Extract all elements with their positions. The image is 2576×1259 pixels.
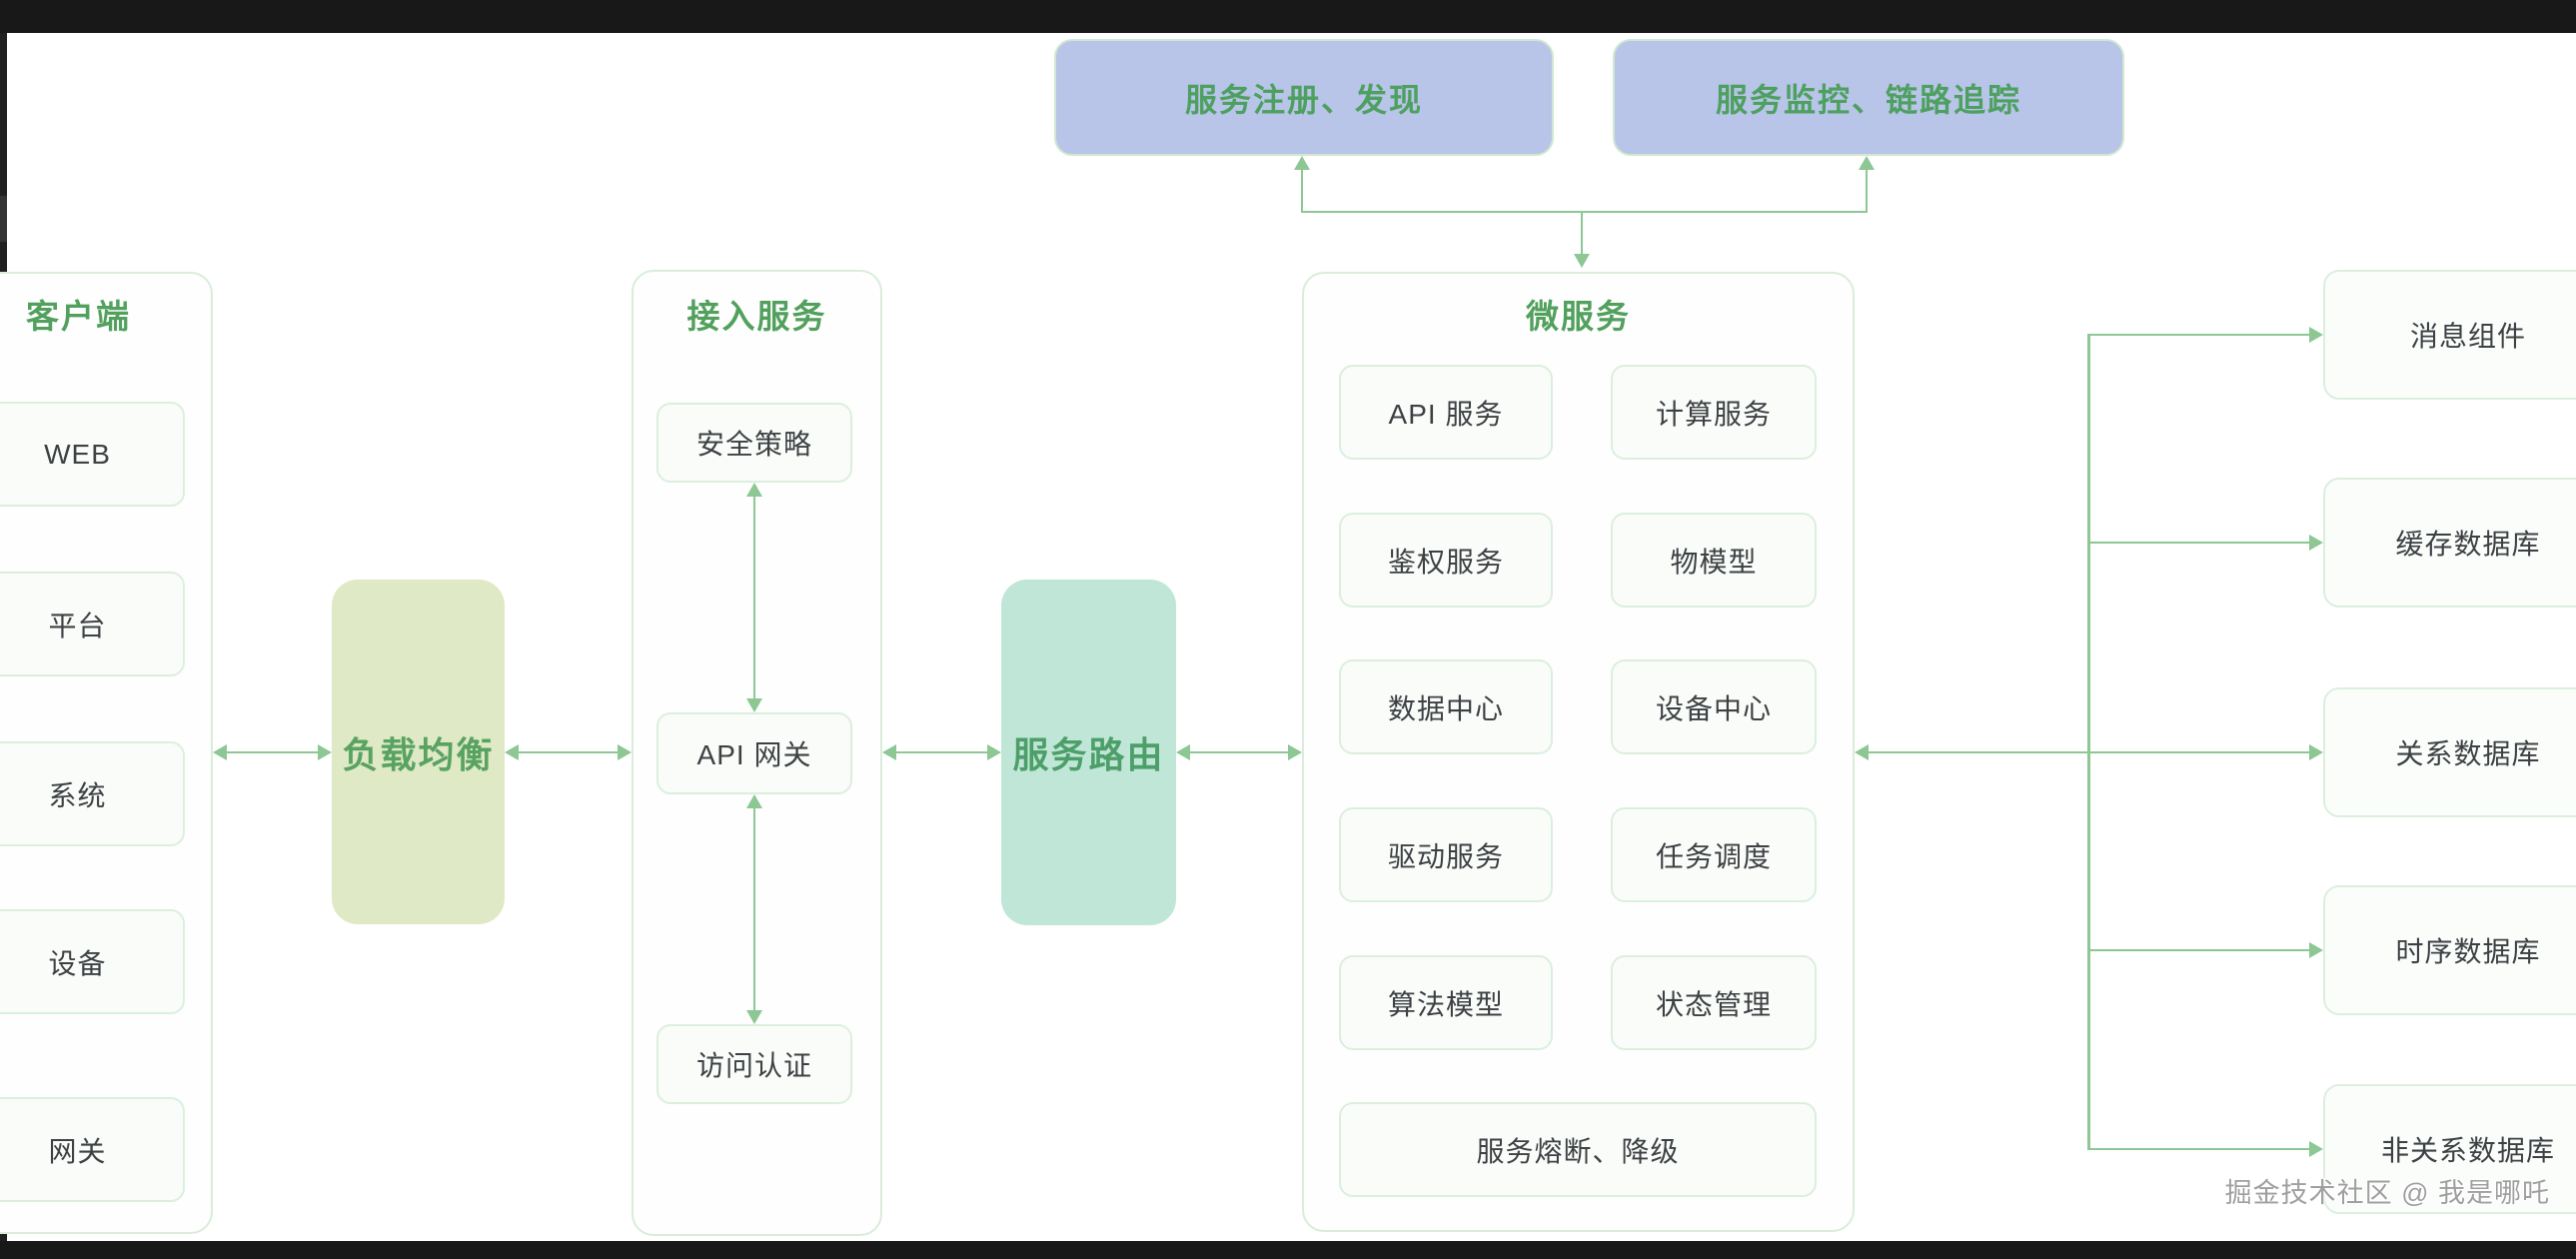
monitor-up-arrowhead	[1859, 156, 1875, 170]
load-balancer-node: 负载均衡	[332, 580, 505, 924]
service-monitor-tracing-node: 服务监控、链路追踪	[1613, 39, 2124, 156]
micro-item-driver-service: 驱动服务	[1339, 807, 1553, 902]
micro-item-circuit-break-degrade: 服务熔断、降级	[1339, 1102, 1817, 1197]
micro-item-thing-model: 物模型	[1611, 513, 1817, 608]
branch-timeseries-arrowhead	[2309, 942, 2323, 958]
security-apigateway-line	[753, 497, 755, 698]
micro-item-task-scheduler: 任务调度	[1611, 807, 1817, 902]
top-connector-line	[1301, 211, 1868, 213]
watermark: 掘金技术社区 @ 我是哪吒	[2224, 1178, 2550, 1208]
storage-item-timeseries-db: 时序数据库	[2323, 885, 2576, 1015]
microservices-storage-right-arrowhead	[2309, 744, 2323, 760]
client-loadbalancer-right-arrowhead	[318, 744, 332, 760]
access-item-api-gateway: API 网关	[656, 712, 852, 794]
bottom-black-bar	[0, 1241, 2576, 1259]
client-item-system: 系统	[0, 741, 185, 846]
client-loadbalancer-line	[227, 751, 318, 753]
security-apigateway-up-arrowhead	[746, 483, 762, 497]
loadbalancer-access-line	[519, 751, 618, 753]
access-item-access-auth: 访问认证	[656, 1024, 852, 1104]
access-router-line	[896, 751, 987, 753]
load-balancer-label: 负载均衡	[342, 733, 495, 775]
micro-item-api-service: API 服务	[1339, 365, 1553, 460]
branch-message-arrowhead	[2309, 327, 2323, 343]
service-registry-discovery-node: 服务注册、发现	[1054, 39, 1554, 156]
client-loadbalancer-left-arrowhead	[213, 744, 227, 760]
client-item-web: WEB	[0, 402, 185, 507]
access-service-title: 接入服务	[686, 298, 827, 335]
loadbalancer-access-left-arrowhead	[505, 744, 519, 760]
storage-item-cache-db: 缓存数据库	[2323, 478, 2576, 608]
registry-up-arrowhead	[1294, 156, 1310, 170]
client-item-gateway: 网关	[0, 1097, 185, 1202]
access-item-security-policy: 安全策略	[656, 403, 852, 483]
microservices-storage-left-arrowhead	[1855, 744, 1869, 760]
apigateway-auth-line	[753, 808, 755, 1010]
microservices-down-line	[1581, 211, 1583, 254]
micro-item-auth-service: 鉴权服务	[1339, 513, 1553, 608]
router-microservices-left-arrowhead	[1176, 744, 1190, 760]
client-item-device: 设备	[0, 909, 185, 1014]
microservices-down-arrowhead	[1574, 254, 1590, 268]
micro-item-state-management: 状态管理	[1611, 955, 1817, 1050]
storage-item-nonrelational-db: 非关系数据库	[2323, 1084, 2576, 1214]
client-title: 客户端	[26, 298, 131, 335]
apigateway-auth-down-arrowhead	[746, 1010, 762, 1024]
branch-message-line	[2087, 334, 2309, 336]
client-item-platform: 平台	[0, 572, 185, 676]
monitor-up-line	[1866, 170, 1868, 212]
branch-timeseries-line	[2087, 949, 2309, 951]
loadbalancer-access-right-arrowhead	[618, 744, 632, 760]
microservices-title: 微服务	[1526, 298, 1631, 335]
micro-item-compute-service: 计算服务	[1611, 365, 1817, 460]
access-router-right-arrowhead	[987, 744, 1001, 760]
router-microservices-right-arrowhead	[1288, 744, 1302, 760]
branch-cache-arrowhead	[2309, 535, 2323, 551]
micro-item-data-center: 数据中心	[1339, 659, 1553, 754]
service-monitor-tracing-label: 服务监控、链路追踪	[1715, 81, 2021, 118]
storage-item-message-component: 消息组件	[2323, 270, 2576, 400]
branch-nonrelational-arrowhead	[2309, 1141, 2323, 1157]
service-registry-discovery-label: 服务注册、发现	[1184, 81, 1423, 118]
apigateway-auth-up-arrowhead	[746, 794, 762, 808]
branch-nonrelational-line	[2087, 1148, 2309, 1150]
micro-item-device-center: 设备中心	[1611, 659, 1817, 754]
security-apigateway-down-arrowhead	[746, 698, 762, 712]
top-black-bar	[0, 0, 2576, 33]
registry-up-line	[1301, 170, 1303, 212]
service-router-label: 服务路由	[1012, 734, 1165, 775]
storage-item-relational-db: 关系数据库	[2323, 687, 2576, 817]
micro-item-algorithm-model: 算法模型	[1339, 955, 1553, 1050]
storage-trunk-line	[2087, 334, 2090, 1150]
branch-cache-line	[2087, 542, 2309, 544]
left-scrollbar-thumb	[0, 196, 7, 242]
router-microservices-line	[1190, 751, 1288, 753]
access-router-left-arrowhead	[882, 744, 896, 760]
service-router-node: 服务路由	[1001, 580, 1176, 925]
